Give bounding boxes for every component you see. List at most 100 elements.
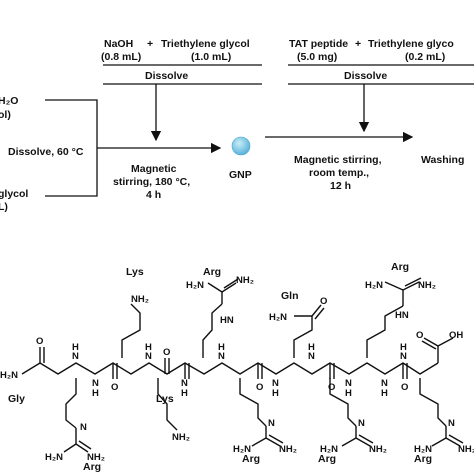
teg-label: Triethylene glycol (161, 38, 250, 50)
teg-volume: (0.2 mL) (405, 51, 445, 63)
left-reagent-text: H₂O (0, 95, 18, 107)
arg-side-chain (202, 303, 223, 358)
arg-guanidine (251, 426, 267, 447)
arg-guanidine (448, 434, 464, 444)
residue-label: Lys (126, 266, 144, 278)
carboxyl-oh: OH (449, 330, 463, 341)
arg-amine: H₂N (233, 444, 251, 455)
amide-nitrogen: N (400, 351, 407, 362)
residue-label: Arg (414, 453, 432, 465)
step1-condition: 4 h (146, 189, 161, 201)
arg-guanidine (404, 277, 422, 287)
arg-guanidine (265, 437, 281, 447)
residue-label: Arg (318, 453, 336, 465)
arg-amine: H₂N (186, 280, 204, 291)
plus-sign: + (147, 38, 153, 50)
amide-nitrogen: N (92, 378, 99, 389)
amide-hydrogen: H (145, 342, 152, 353)
amide-hydrogen: H (400, 342, 407, 353)
step2-condition: room temp., (309, 167, 369, 179)
arg-guanidine (402, 281, 420, 291)
left-reagent-text: ol) (0, 109, 11, 121)
naoh-volume: (0.8 mL) (101, 51, 141, 63)
arg-hn: HN (220, 315, 234, 326)
amide-hydrogen: H (72, 342, 79, 353)
amide-nitrogen: N (308, 351, 315, 362)
arg-amine: H₂N (320, 444, 338, 455)
arg-side-chain (329, 378, 357, 427)
gln-amine: H₂N (269, 312, 287, 323)
washing-label: Washing (421, 154, 464, 166)
amide-hydrogen: H (345, 388, 352, 399)
dissolve-label: Dissolve (344, 70, 387, 82)
gnp-label: GNP (229, 169, 252, 181)
arg-nh: N (448, 418, 455, 429)
arg-nh: N (358, 418, 365, 429)
c-terminal-bond (437, 337, 454, 347)
amide-nitrogen: N (72, 351, 79, 362)
arg-amine: NH₂ (458, 444, 474, 455)
carbonyl-oxygen: O (163, 347, 170, 358)
arg-guanidine (207, 282, 223, 304)
step2-condition: Magnetic stirring, (294, 154, 382, 166)
arg-amine: H₂N (414, 444, 432, 455)
amide-nitrogen: N (181, 378, 188, 389)
residue-label: Gln (281, 290, 299, 302)
carbonyl-oxygen: O (36, 336, 43, 347)
peptide-backbone (21, 362, 439, 375)
carbonyl-oxygen: O (401, 382, 408, 393)
tat-label: TAT peptide (289, 38, 348, 50)
arg-guanidine (358, 434, 374, 444)
arg-side-chain (419, 378, 447, 427)
arg-guanidine (355, 437, 371, 447)
arg-amine: NH₂ (87, 452, 105, 463)
amide-nitrogen: N (145, 351, 152, 362)
arg-side-chain (239, 378, 267, 427)
amide-hydrogen: H (181, 388, 188, 399)
tat-peptide-structure: Lys Arg Gln Arg Gly Lys Arg Arg Arg Arg … (0, 261, 474, 473)
arg-amine: NH₂ (418, 280, 436, 291)
lys-amine: NH₂ (172, 432, 190, 443)
arg-guanidine (341, 426, 357, 447)
residue-label: Arg (83, 461, 101, 473)
lys-amine: NH₂ (131, 294, 149, 305)
carbonyl-oxygen: O (256, 382, 263, 393)
amide-hydrogen: H (92, 388, 99, 399)
amide-nitrogen: N (381, 378, 388, 389)
arg-guanidine (75, 443, 89, 453)
arg-side-chain (366, 305, 404, 358)
arg-guanidine (78, 440, 92, 450)
amide-nitrogen: N (218, 351, 225, 362)
teg-label: Triethylene glyco (368, 38, 454, 50)
residue-label: Arg (242, 453, 260, 465)
residue-label: Gly (8, 393, 25, 405)
carbonyl-groups (39, 347, 408, 379)
arg-guanidine (384, 281, 404, 306)
arg-guanidine (431, 426, 447, 447)
arg-guanidine (268, 434, 284, 444)
carboxyl-oxygen: O (416, 330, 423, 341)
arg-hn: HN (395, 310, 409, 321)
c-terminal-bond (421, 340, 437, 350)
c-terminal-bond (423, 337, 439, 347)
amide-hydrogen: H (218, 342, 225, 353)
teg-volume: (1.0 mL) (191, 51, 231, 63)
gln-amide (311, 304, 322, 317)
amide-nitrogen: N (272, 378, 279, 389)
amide-hydrogen: H (381, 388, 388, 399)
tat-amount: (5.0 mg) (297, 51, 337, 63)
residue-label: Arg (391, 261, 409, 273)
arg-nh: N (268, 418, 275, 429)
gln-oxygen: O (320, 296, 327, 307)
arg-amine: H₂N (45, 452, 63, 463)
plus-sign: + (355, 38, 361, 50)
gln-amide (314, 307, 325, 320)
amide-nitrogen: N (345, 378, 352, 389)
dissolve-label: Dissolve (145, 70, 188, 82)
carbonyl-oxygen: O (328, 382, 335, 393)
arg-nh: N (80, 422, 87, 433)
arg-amine: NH₂ (279, 444, 297, 455)
left-reagent-text: glycol (0, 188, 28, 200)
amide-hydrogen: H (272, 388, 279, 399)
